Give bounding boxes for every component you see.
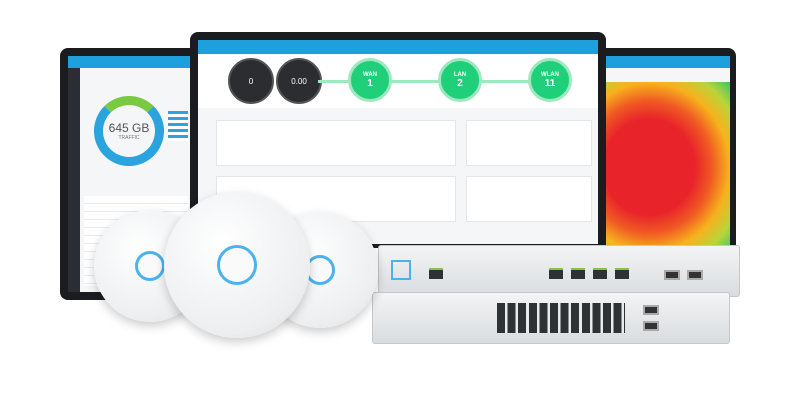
- left-tablet-screen: 645 GB TRAFFIC: [68, 56, 192, 292]
- lan-port: [571, 268, 585, 279]
- lan-port: [615, 268, 629, 279]
- led-panel: [391, 260, 411, 280]
- sidebar: [68, 68, 80, 292]
- traffic-value: 645 GB: [108, 121, 150, 135]
- traffic-donut: 645 GB TRAFFIC: [94, 96, 164, 166]
- console-port: [429, 268, 443, 279]
- top-bar: [606, 56, 730, 68]
- security-gateway: [378, 245, 740, 297]
- right-tablet: [598, 48, 736, 258]
- led-ring: [217, 245, 257, 285]
- wan-port: [549, 268, 563, 279]
- switch-ports: [497, 303, 625, 333]
- left-tablet: 645 GB TRAFFIC: [60, 48, 198, 300]
- led-ring: [135, 251, 165, 281]
- channel-chart-5g: [466, 176, 592, 222]
- latency-gauge: 0: [228, 58, 274, 104]
- top-bar: [198, 40, 598, 54]
- sfp-port: [664, 270, 680, 280]
- top-bar: [68, 56, 192, 68]
- sfp-port: [643, 321, 659, 331]
- traffic-label: TRAFFIC: [118, 135, 140, 141]
- sfp-port: [687, 270, 703, 280]
- download-chart: [216, 120, 456, 166]
- sfp-port: [643, 305, 659, 315]
- legend: [168, 111, 188, 141]
- access-point: [164, 192, 310, 338]
- right-tablet-screen: [606, 56, 730, 252]
- lan-port: [593, 268, 607, 279]
- channel-chart-2g: [466, 120, 592, 166]
- throughput-gauge: 0.00: [276, 58, 322, 104]
- led-ring: [305, 255, 335, 285]
- heatmap: [606, 82, 730, 252]
- switch: [372, 292, 730, 344]
